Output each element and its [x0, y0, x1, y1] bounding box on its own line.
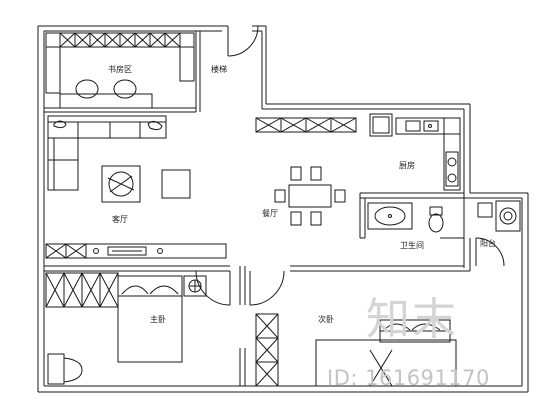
- room-label-stair: 楼梯: [211, 65, 227, 74]
- room-label-study: 书房区: [108, 65, 132, 74]
- study-furniture: [45, 32, 195, 109]
- watermark-id: ID: 161691170: [327, 366, 490, 390]
- dining-furniture: [255, 117, 357, 226]
- room-label-kitchen: 厨房: [399, 161, 415, 170]
- doors: [195, 25, 505, 306]
- kitchen-furniture: [369, 113, 461, 191]
- room-label-second-bedroom: 次卧: [318, 315, 334, 324]
- room-label-living: 客厅: [112, 215, 128, 224]
- bathroom-fixtures: [367, 202, 444, 233]
- watermark-brand: 知末: [366, 294, 458, 345]
- room-label-balcony: 阳台: [480, 239, 496, 248]
- room-label-bathroom: 卫生间: [400, 241, 424, 250]
- room-label-master-bedroom: 主卧: [150, 315, 166, 324]
- second-bedroom-furniture: [255, 313, 457, 387]
- exterior-walls: [37, 25, 529, 393]
- room-label-dining: 餐厅: [262, 209, 278, 218]
- master-bedroom-furniture: [45, 272, 207, 385]
- balcony-fixtures: [477, 200, 521, 232]
- living-furniture: [45, 115, 227, 259]
